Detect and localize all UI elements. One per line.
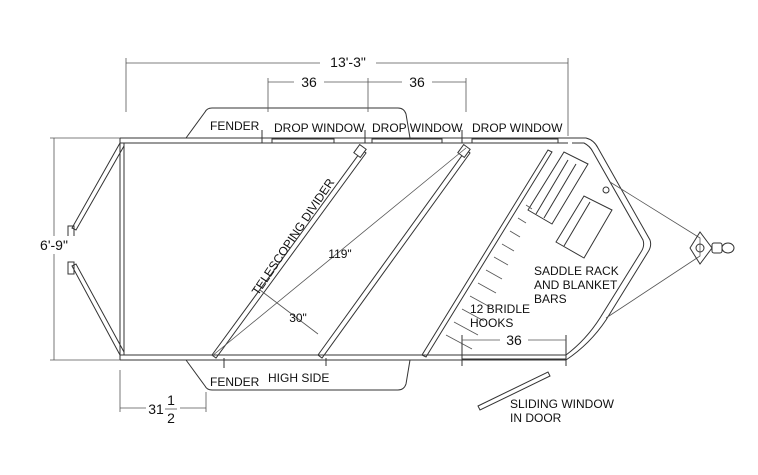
sliding-window-label-line1: SLIDING WINDOW xyxy=(510,397,615,411)
fender-top-label: FENDER xyxy=(210,119,260,133)
overall-length-label: 13'-3" xyxy=(330,54,366,70)
window-span-1-label: 36 xyxy=(301,74,317,90)
rear-offset-dimension xyxy=(119,370,207,412)
drop-window-2-label: DROP WINDOW xyxy=(372,121,463,135)
bridle-hooks-label-line2: HOOKS xyxy=(470,316,513,330)
drop-window-tracks xyxy=(261,130,559,144)
saddle-rack-label-line1: SADDLE RACK xyxy=(534,264,619,278)
top-fender-outline xyxy=(185,107,411,139)
door-window-dimension xyxy=(462,332,566,348)
width-dimension xyxy=(30,137,120,361)
drop-window-3-label: DROP WINDOW xyxy=(472,121,563,135)
rear-doors xyxy=(67,142,125,356)
rear-offset-whole: 31 xyxy=(148,401,164,417)
window-span-2-label: 36 xyxy=(409,74,425,90)
rear-offset-denominator: 2 xyxy=(167,410,175,426)
rear-offset-numerator: 1 xyxy=(167,392,175,408)
saddle-rack-label-line3: BARS xyxy=(534,292,567,306)
sliding-window-label-line2: IN DOOR xyxy=(510,411,562,425)
bridle-hooks-label-line1: 12 BRIDLE xyxy=(470,302,530,316)
bottom-fender-outline xyxy=(185,359,411,391)
stall-dividers xyxy=(211,143,553,368)
stall-width-label: 30" xyxy=(289,311,307,325)
door-window xyxy=(461,335,567,411)
overall-length-dimension xyxy=(125,52,569,136)
telescoping-divider-label: TELESCOPING DIVIDER xyxy=(249,176,338,298)
stall-width-dim-line xyxy=(259,289,319,335)
trailer-body xyxy=(119,137,652,361)
drop-window-1-label: DROP WINDOW xyxy=(274,121,365,135)
fender-bottom-label: FENDER xyxy=(210,375,260,389)
diagonal-dim-line xyxy=(211,147,467,357)
saddle-rack-label-line2: AND BLANKET xyxy=(534,278,618,292)
hitch-tongue xyxy=(605,181,735,319)
door-window-label: 36 xyxy=(506,332,522,348)
width-label: 6'-9" xyxy=(40,237,68,253)
window-span-dimensions xyxy=(267,74,467,112)
saddle-rack xyxy=(527,151,613,259)
high-side-label: HIGH SIDE xyxy=(268,371,329,385)
bridle-hooks xyxy=(445,204,533,350)
diagonal-stall-label: 119" xyxy=(328,247,351,261)
